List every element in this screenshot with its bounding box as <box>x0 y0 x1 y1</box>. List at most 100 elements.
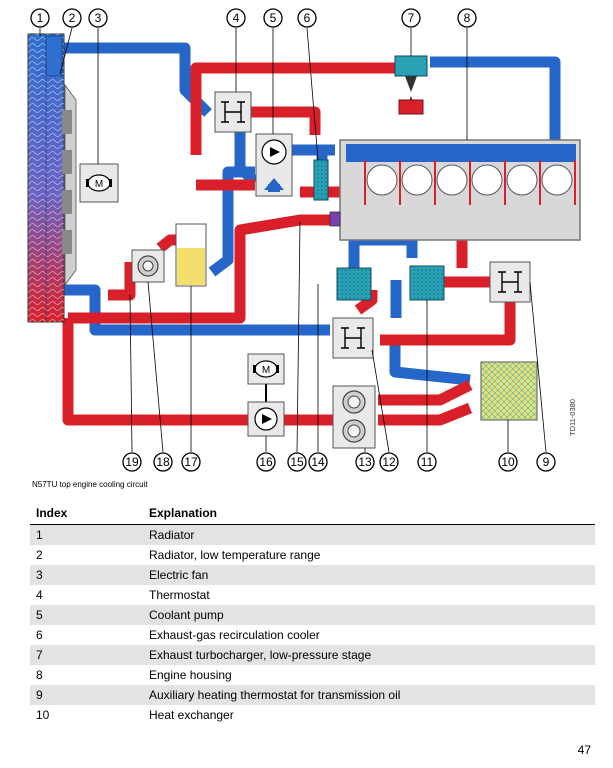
callout-8: 8 <box>457 8 477 28</box>
svg-text:11: 11 <box>421 455 434 469</box>
thermostat <box>214 91 252 133</box>
table-row: 4 Thermostat <box>30 585 595 605</box>
callout-3: 3 <box>88 8 108 28</box>
callout-15: 15 <box>287 452 307 472</box>
callout-10: 10 <box>498 452 518 472</box>
callout-2: 2 <box>62 8 82 28</box>
electric-coolant-pump: M <box>247 353 285 437</box>
figure-caption: N57TU top engine cooling circuit <box>32 480 148 489</box>
svg-text:14: 14 <box>311 455 325 469</box>
table-row: 8 Engine housing <box>30 665 595 685</box>
svg-text:16: 16 <box>259 455 273 469</box>
svg-text:3: 3 <box>95 11 102 25</box>
expansion-reservoir <box>175 223 207 287</box>
svg-text:5: 5 <box>270 11 277 25</box>
svg-text:9: 9 <box>543 455 550 469</box>
cooling-circuit-diagram: M <box>27 8 581 472</box>
leader-lines <box>39 27 547 453</box>
table-row: 6 Exhaust-gas recirculation cooler <box>30 625 595 645</box>
fan-blades <box>62 83 77 287</box>
coolant-level-sensor <box>131 249 165 283</box>
row-explanation: Coolant pump <box>143 605 595 625</box>
header-explanation: Explanation <box>143 502 595 525</box>
row-index: 1 <box>30 524 143 545</box>
table-row: 2 Radiator, low temperature range <box>30 545 595 565</box>
legend-header-row: Index Explanation <box>30 502 595 525</box>
row-explanation: Exhaust-gas recirculation cooler <box>149 628 320 642</box>
row-index: 6 <box>36 628 43 642</box>
engine-housing <box>339 139 581 241</box>
callout-5: 5 <box>263 8 283 28</box>
row-index: 2 <box>36 548 43 562</box>
callout-13: 13 <box>355 452 375 472</box>
heat-exchanger <box>480 361 538 421</box>
svg-text:12: 12 <box>382 455 396 469</box>
svg-text:7: 7 <box>408 11 415 25</box>
electric-fan: M <box>79 163 119 203</box>
figure-code: TD11-0380 <box>568 399 577 436</box>
callout-9: 9 <box>536 452 556 472</box>
coolant-temp-sensor <box>329 211 341 227</box>
row-explanation: Engine housing <box>149 668 232 682</box>
callout-1: 1 <box>30 8 50 28</box>
row-index: 5 <box>30 605 143 625</box>
row-index: 10 <box>36 708 50 722</box>
teal-cooler-upper <box>336 267 372 301</box>
thermostat-lower <box>332 317 374 359</box>
pump-motor-label: M <box>262 365 270 376</box>
page-number: 47 <box>577 743 591 757</box>
callouts-top: 1 2 3 4 5 6 7 8 <box>30 8 477 28</box>
row-index: 3 <box>30 565 143 585</box>
callout-4: 4 <box>226 8 246 28</box>
svg-text:6: 6 <box>304 11 311 25</box>
turbocharger-low-pressure <box>394 55 428 115</box>
row-explanation: Exhaust turbocharger, low-pressure stage <box>143 645 595 665</box>
row-explanation: Thermostat <box>149 588 210 602</box>
callout-7: 7 <box>401 8 421 28</box>
callout-6: 6 <box>297 8 317 28</box>
svg-text:19: 19 <box>125 455 139 469</box>
callout-14: 14 <box>308 452 328 472</box>
header-index: Index <box>30 502 143 525</box>
svg-text:8: 8 <box>464 11 471 25</box>
callout-17: 17 <box>181 452 201 472</box>
svg-text:17: 17 <box>184 455 198 469</box>
svg-text:10: 10 <box>501 455 515 469</box>
svg-text:1: 1 <box>37 11 44 25</box>
svg-text:4: 4 <box>233 11 240 25</box>
callout-12: 12 <box>379 452 399 472</box>
radiator-low-temp-range <box>45 35 63 77</box>
coolant-pump <box>255 133 293 197</box>
row-explanation: Auxiliary heating thermostat for transmi… <box>143 685 595 705</box>
callout-18: 18 <box>153 452 173 472</box>
callout-16: 16 <box>256 452 276 472</box>
electric-pump-pair <box>332 385 376 449</box>
aux-heating-thermostat <box>489 261 531 303</box>
row-index: 4 <box>36 588 43 602</box>
callout-11: 11 <box>417 452 437 472</box>
table-row: 10 Heat exchanger <box>30 705 595 725</box>
svg-text:13: 13 <box>358 455 372 469</box>
row-explanation: Radiator, low temperature range <box>149 548 321 562</box>
radiator <box>27 33 65 323</box>
row-index: 8 <box>36 668 43 682</box>
svg-text:15: 15 <box>290 455 304 469</box>
egr-cooler <box>313 159 329 201</box>
svg-text:2: 2 <box>69 11 76 25</box>
fan-motor-label: M <box>95 179 103 190</box>
callout-19: 19 <box>122 452 142 472</box>
row-index: 7 <box>30 645 143 665</box>
row-explanation: Radiator <box>143 524 595 545</box>
svg-text:18: 18 <box>156 455 170 469</box>
row-explanation: Electric fan <box>143 565 595 585</box>
coolant-cooler <box>409 265 445 301</box>
callouts-bottom: 9 10 11 12 13 14 15 16 17 18 19 <box>122 452 556 472</box>
row-explanation: Heat exchanger <box>149 708 234 722</box>
row-index: 9 <box>30 685 143 705</box>
